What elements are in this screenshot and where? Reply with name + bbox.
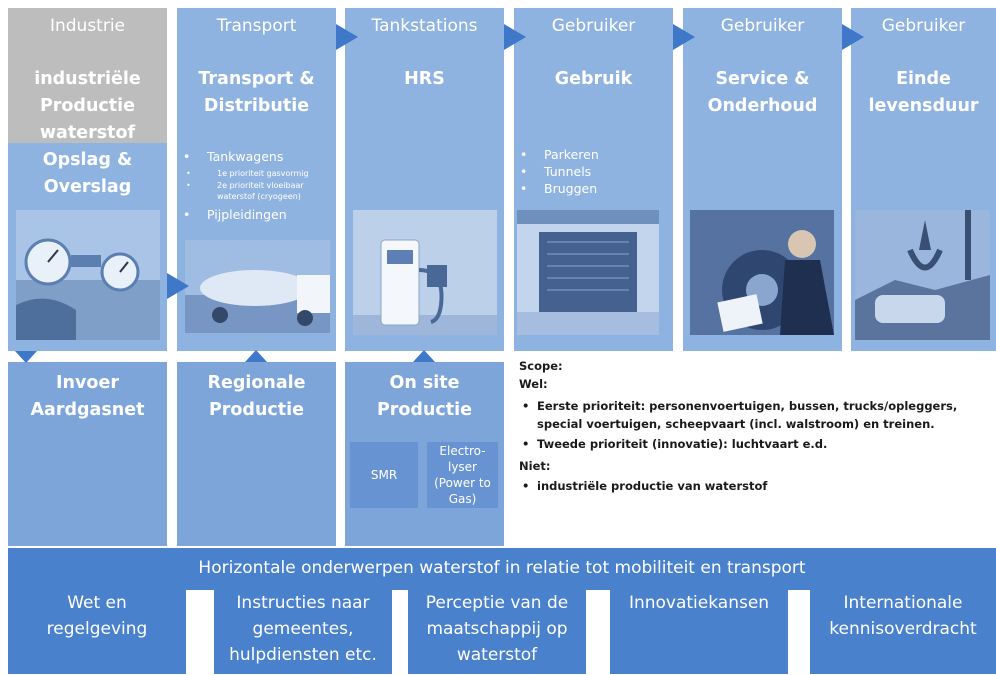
scrap-yard-photo — [855, 210, 990, 340]
arrow-right-service-einde — [842, 24, 864, 50]
arrow-right-tank-gebruik — [504, 24, 526, 50]
fuel-dispenser-photo — [353, 210, 497, 335]
industrie-header-panel — [8, 8, 167, 143]
gebruik-bullets: Parkeren Tunnels Bruggen — [514, 146, 673, 197]
invoer-panel — [8, 362, 167, 546]
column-header-transport: Transport — [216, 16, 297, 36]
bottom-title-regionale: Regionale Productie — [207, 373, 306, 420]
transport-note-dot-2: • — [186, 181, 191, 190]
horizontal-title: Horizontale onderwerpen waterstof in rel… — [198, 558, 806, 578]
transport-note-dot-1: • — [186, 169, 191, 178]
arrow-up-regionale — [245, 350, 267, 362]
column-title-service: Service & Onderhoud — [707, 69, 818, 116]
column-header-industrie: Industrie — [49, 16, 126, 36]
column-header-gebruiker-2: Gebruiker — [720, 16, 805, 36]
column-header-gebruiker-1: Gebruiker — [551, 16, 636, 36]
scope-niet-label: Niet: — [519, 459, 551, 473]
transport-bullets-2: Pijpleidingen — [177, 206, 336, 223]
list-item: Tunnels — [514, 163, 673, 180]
transport-note-1: 1e prioriteit gasvormig — [217, 169, 309, 178]
column-title-einde: Einde levensduur — [868, 69, 979, 116]
arrow-down-industrie — [15, 351, 37, 363]
electrolyser-box: Electro-lyser (Power to Gas) — [427, 442, 498, 508]
bottom-title-invoer: Invoer Aardgasnet — [30, 373, 145, 420]
scope-niet-list: industriële productie van waterstof — [519, 477, 994, 495]
transport-note-2: 2e prioriteit vloeibaar waterstof (cryog… — [217, 181, 304, 201]
list-item: Eerste prioriteit: personenvoertuigen, b… — [519, 397, 994, 433]
pressure-gauge-photo — [16, 210, 160, 340]
scope-wel-list: Eerste prioriteit: personenvoertuigen, b… — [519, 397, 994, 453]
list-item: Tankwagens — [177, 148, 336, 165]
list-item: Tweede prioriteit (innovatie): luchtvaar… — [519, 435, 994, 453]
scope-label: Scope: — [519, 359, 563, 373]
tanker-truck-photo — [185, 240, 330, 333]
column-title-industrie: industriële Productie waterstof — [34, 69, 141, 143]
mechanic-photo — [690, 210, 834, 335]
column-subtitle-opslag: Opslag & Overslag — [42, 150, 133, 197]
parking-garage-photo — [517, 210, 659, 335]
arrow-right-gebruik-service — [673, 24, 695, 50]
horizontal-item-innovatie: Innovatiekansen — [610, 588, 788, 674]
transport-bullets-1: Tankwagens — [177, 148, 336, 165]
column-header-gebruiker-3: Gebruiker — [881, 16, 966, 36]
bottom-title-onsite: On site Productie — [376, 373, 473, 420]
arrow-up-onsite — [413, 350, 435, 362]
smr-box: SMR — [350, 442, 418, 508]
list-item: Pijpleidingen — [177, 206, 336, 223]
horizontal-item-perceptie: Perceptie van de maatschappij op waterst… — [408, 588, 586, 674]
scope-section: Scope: Wel: Eerste prioriteit: personenv… — [519, 357, 994, 495]
list-item: industriële productie van waterstof — [519, 477, 994, 495]
column-title-gebruik: Gebruik — [554, 69, 633, 89]
list-item: Bruggen — [514, 180, 673, 197]
horizontal-bar — [8, 548, 996, 590]
arrow-right-industrie-transport — [167, 273, 189, 299]
column-title-transport: Transport & Distributie — [198, 69, 315, 116]
column-header-tankstations: Tankstations — [371, 16, 478, 36]
list-item: Parkeren — [514, 146, 673, 163]
horizontal-item-internationaal: Internationale kennisoverdracht — [810, 588, 996, 674]
scope-wel-label: Wel: — [519, 377, 548, 391]
regionale-panel — [177, 362, 336, 546]
horizontal-item-instructies: Instructies naar gemeentes, hulpdiensten… — [214, 588, 392, 674]
column-title-hrs: HRS — [404, 69, 445, 89]
horizontal-item-wet: Wet en regelgeving — [8, 588, 186, 674]
arrow-right-transport-tank — [336, 24, 358, 50]
